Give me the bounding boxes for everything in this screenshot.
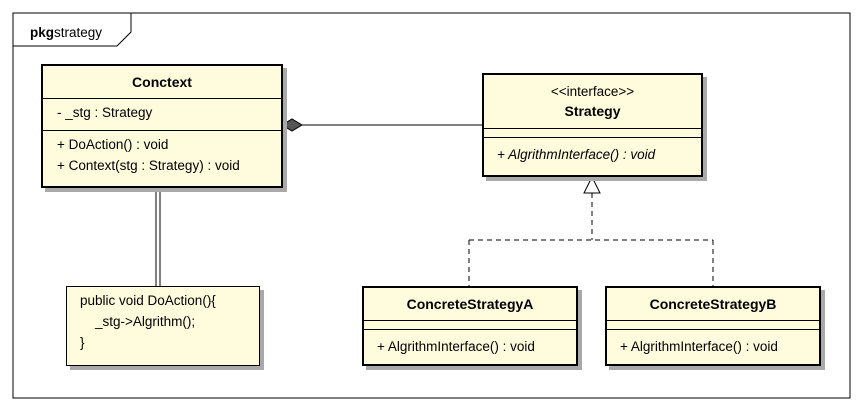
class-context-attributes: - _stg : Strategy — [43, 99, 281, 131]
class-concrete-b-name-compartment: ConcreteStrategyB — [607, 288, 819, 321]
package-keyword: pkg — [30, 25, 55, 40]
note-line-3: } — [80, 335, 85, 350]
class-context-name: Conctext — [132, 74, 192, 90]
operation-a-algrithm-interface: + AlgrithmInterface() : void — [377, 339, 535, 354]
class-strategy-name-compartment: <<interface>> Strategy — [484, 75, 701, 129]
class-context[interactable]: Conctext - _stg : Strategy + DoAction() … — [41, 64, 283, 188]
realization-arrowhead — [583, 175, 601, 194]
class-concrete-b-attributes — [607, 321, 819, 330]
note-doaction[interactable]: public void DoAction(){ _stg->Algrithm()… — [66, 286, 260, 366]
class-concrete-a-operations: + AlgrithmInterface() : void — [364, 330, 576, 357]
class-strategy-stereotype: <<interface>> — [550, 84, 635, 99]
note-line-2: _stg->Algrithm(); — [80, 314, 196, 329]
class-strategy-operations: + AlgrithmInterface() : void — [484, 138, 701, 165]
class-context-name-compartment: Conctext — [43, 66, 281, 99]
class-concrete-strategy-b[interactable]: ConcreteStrategyB + AlgrithmInterface() … — [605, 286, 821, 366]
operation-context: + Context(stg : Strategy) : void — [57, 158, 240, 173]
class-concrete-strategy-a[interactable]: ConcreteStrategyA + AlgrithmInterface() … — [362, 286, 578, 366]
note-line-1: public void DoAction(){ — [80, 293, 216, 308]
package-name: strategy — [54, 25, 103, 40]
attribute-stg: - _stg : Strategy — [57, 105, 153, 120]
class-context-operations: + DoAction() : void + Context(stg : Stra… — [43, 131, 281, 176]
class-concrete-b-name: ConcreteStrategyB — [649, 296, 777, 312]
aggregation-diamond — [281, 118, 303, 132]
class-strategy-attributes — [484, 129, 701, 138]
package-frame — [12, 12, 851, 399]
operation-doaction: + DoAction() : void — [57, 137, 169, 152]
package-label: pkgstrategy — [30, 25, 102, 40]
class-concrete-a-name-compartment: ConcreteStrategyA — [364, 288, 576, 321]
class-concrete-a-attributes — [364, 321, 576, 330]
operation-b-algrithm-interface: + AlgrithmInterface() : void — [620, 339, 778, 354]
class-concrete-a-name: ConcreteStrategyA — [406, 296, 534, 312]
operation-algrithm-interface: + AlgrithmInterface() : void — [497, 147, 656, 162]
package-tab — [13, 13, 132, 47]
class-strategy[interactable]: <<interface>> Strategy + AlgrithmInterfa… — [482, 73, 703, 177]
class-strategy-name: Strategy — [564, 103, 621, 119]
class-concrete-b-operations: + AlgrithmInterface() : void — [607, 330, 819, 357]
